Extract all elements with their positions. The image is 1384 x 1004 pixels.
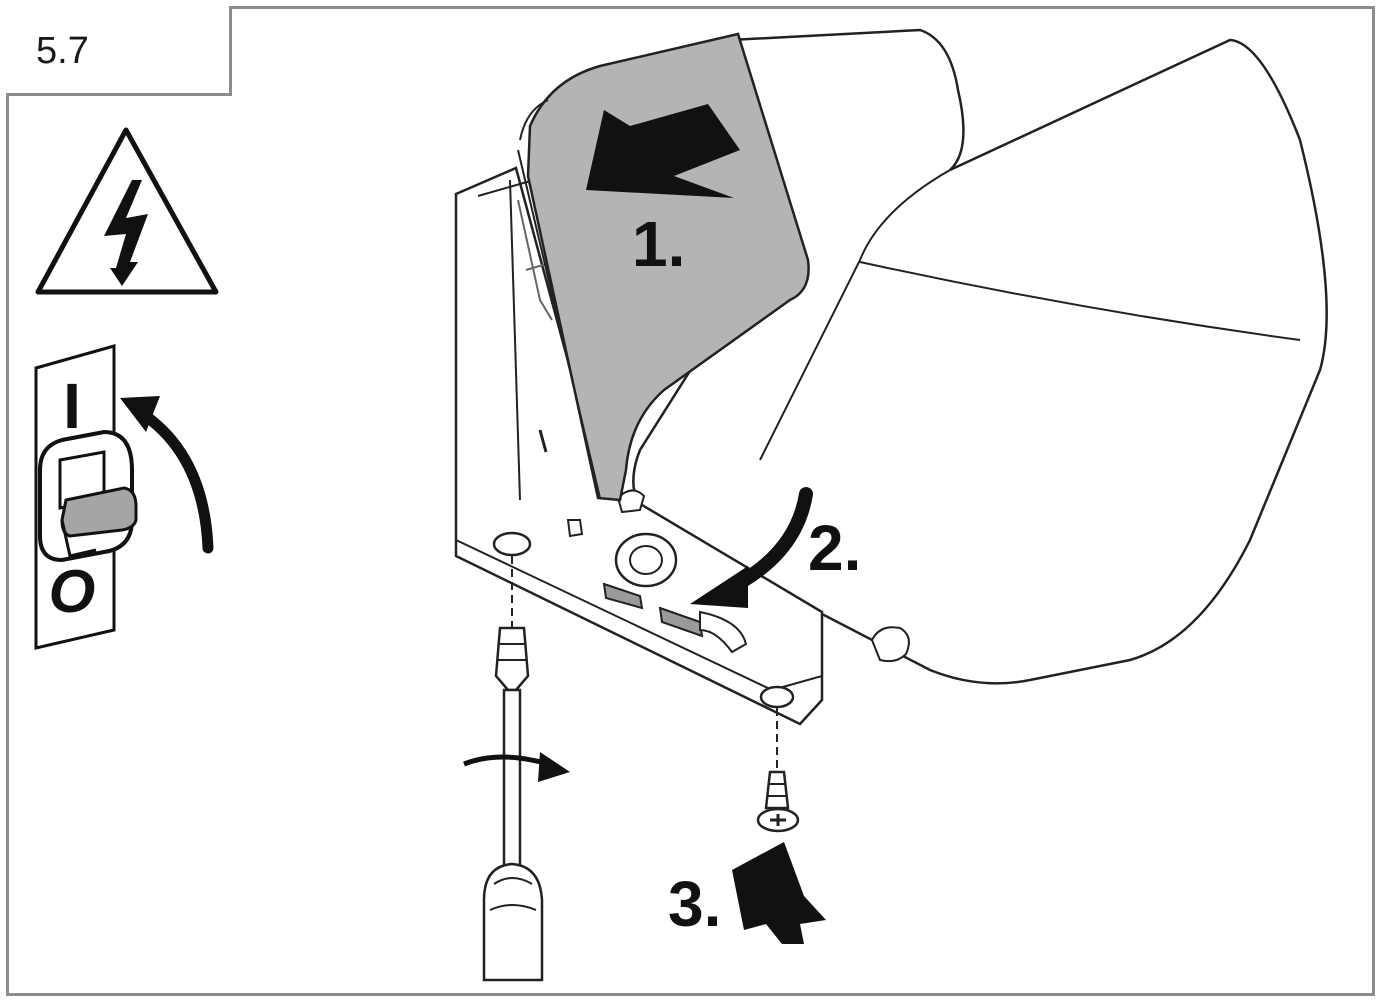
left-screw <box>494 556 530 692</box>
device-housing <box>632 28 1328 685</box>
step-1-arrow <box>586 104 740 198</box>
figure-frame <box>6 6 1375 996</box>
step-number-box: 5.7 <box>6 6 232 96</box>
step-2-label: 2. <box>808 512 861 584</box>
right-screw <box>756 708 800 833</box>
step-3-label: 3. <box>668 868 721 940</box>
screwdriver-icon <box>482 688 544 982</box>
rotation-arrow <box>463 752 570 782</box>
step-1-label: 1. <box>632 208 685 280</box>
step-number: 5.7 <box>36 30 89 72</box>
step-2-arrow <box>690 487 813 608</box>
step-3-arrow <box>732 842 826 944</box>
switch-off-label: O <box>49 558 96 625</box>
switch-on-label: I <box>63 370 81 442</box>
high-voltage-warning-icon <box>35 127 219 295</box>
circuit-breaker-switch-icon: I O <box>34 344 214 650</box>
